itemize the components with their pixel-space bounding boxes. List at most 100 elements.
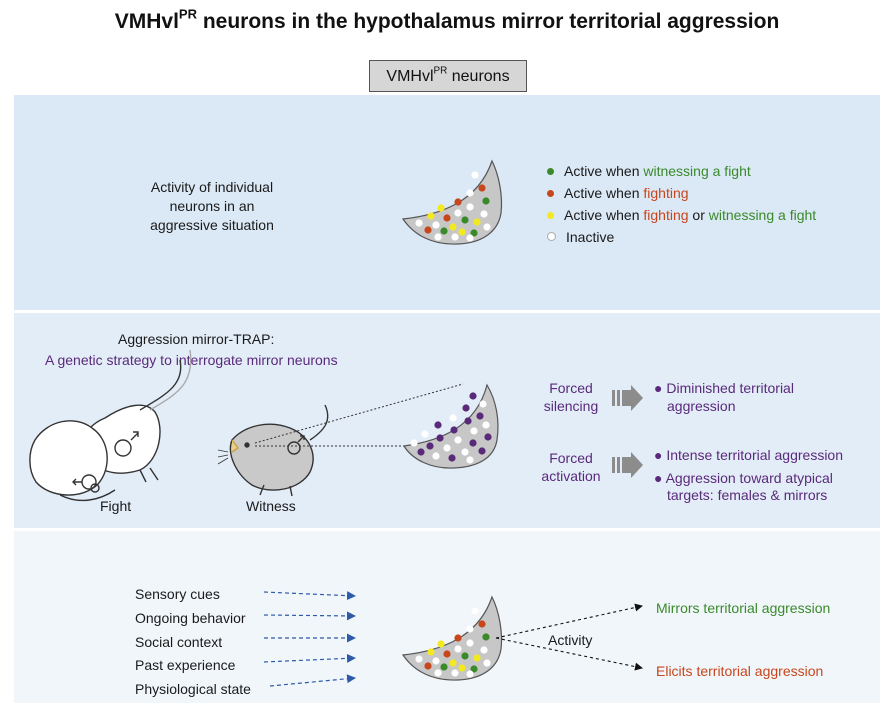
projection-line-upper [254,383,464,444]
neuron-dot [437,640,445,648]
neuron-dot [471,171,479,179]
neuron-dot [480,210,488,218]
neuron-dot [449,659,457,667]
neuron-dot [443,214,451,222]
neuron-dot [483,659,491,667]
neuron-dot [470,427,478,435]
neuron-dot [482,633,490,641]
silencing-arrow-icon [612,385,643,411]
outcome-text: Intense territorial aggression [666,447,844,463]
input-item: Past experience [135,657,236,674]
legend-dot-icon [547,212,554,219]
hypothalamus-region-trapped-icon [403,383,499,469]
activation-outcome-2: ● Aggression toward atypical targets: fe… [654,470,833,504]
outcome-text: Diminished territorial [666,380,794,396]
legend-dot-icon [547,232,556,241]
neuron-dot [470,229,478,237]
neuron-dot [473,654,481,662]
neuron-dot [482,197,490,205]
neuron-dot [434,421,442,429]
neuron-dot [421,430,429,438]
neuron-dot [469,439,477,447]
forced-activation-label: Forced activation [536,449,606,485]
neuron-dot [461,216,469,224]
neuron-dot [482,421,490,429]
output-mirrors: Mirrors territorial aggression [656,600,831,616]
neuron-dot [417,448,425,456]
neuron-dot [454,645,462,653]
neuron-dot [436,434,444,442]
neuron-dot [432,452,440,460]
neuron-dot [454,436,462,444]
mirror-trap-heading: Aggression mirror-TRAP: [118,331,275,347]
legend-text: fighting [643,207,689,223]
description-line: Activity of individual [150,179,274,195]
bullet-icon: ● [654,380,663,396]
forced-silencing-label: Forced silencing [536,379,606,415]
input-item: Physiological state [135,681,251,698]
input-item: Ongoing behavior [135,609,246,626]
neuron-dot [443,444,451,452]
input-arrows [263,591,356,687]
output-arrow-mirrors [495,603,643,639]
neuron-dot [449,414,457,422]
label-line: silencing [543,398,599,414]
outcome-text: aggression [667,398,736,414]
label-line: Forced [549,380,593,396]
neuron-dot [466,234,474,242]
legend-text: fighting [643,185,689,201]
neuron-dot [415,655,423,663]
neuron-type-label: VMHvlPR neurons [369,60,527,92]
neuron-dot [466,625,474,633]
neuron-dot [478,620,486,628]
neuron-dot [470,665,478,673]
neuron-dot [443,650,451,658]
legend-dot-icon [547,190,554,197]
neuron-dot [450,426,458,434]
legend-text: Inactive [566,229,615,245]
neuron-dot [451,669,459,677]
legend-text: Active when [564,185,644,201]
neuron-dot [424,226,432,234]
neuron-dot [466,456,474,464]
output-arrows [495,603,643,671]
bullet-icon: ● [654,470,663,486]
activity-description: Activity of individual neurons in an agg… [112,178,312,235]
activation-outcome-1: ● Intense territorial aggression [654,446,843,464]
label-line: activation [541,468,601,484]
input-arrow [263,653,356,663]
neuron-dot [448,454,456,462]
neuron-dot [466,203,474,211]
panel-activity [14,95,880,310]
neuron-dot [427,212,435,220]
activity-label: Activity [548,632,593,648]
neuron-dot [462,404,470,412]
neuron-dot [484,433,492,441]
neuron-dot [427,648,435,656]
silencing-outcome: ● Diminished territorial aggression [654,379,794,415]
neuron-dot [476,412,484,420]
neuron-dot [466,639,474,647]
fighting-mice-icon [29,349,192,502]
neuron-dot [466,670,474,678]
neuron-dot [424,662,432,670]
bullet-icon: ● [654,447,663,463]
neuron-dot [461,652,469,660]
neuron-dot [410,439,418,447]
neuron-dot [434,669,442,677]
hypothalamus-region-model-icon [401,595,503,681]
neuron-dot [466,189,474,197]
output-arrow-elicits [495,637,643,671]
description-line: aggressive situation [150,217,274,233]
legend-item: Active when fighting or witnessing a fig… [547,206,816,228]
input-arrow [269,674,356,687]
witness-label: Witness [246,498,296,514]
legend-text: Active when [564,207,644,223]
neuron-dot [469,392,477,400]
neuron-dot [461,448,469,456]
neuron-dot [451,233,459,241]
hypothalamus-region-icon [401,159,503,245]
neuron-dot [454,198,462,206]
